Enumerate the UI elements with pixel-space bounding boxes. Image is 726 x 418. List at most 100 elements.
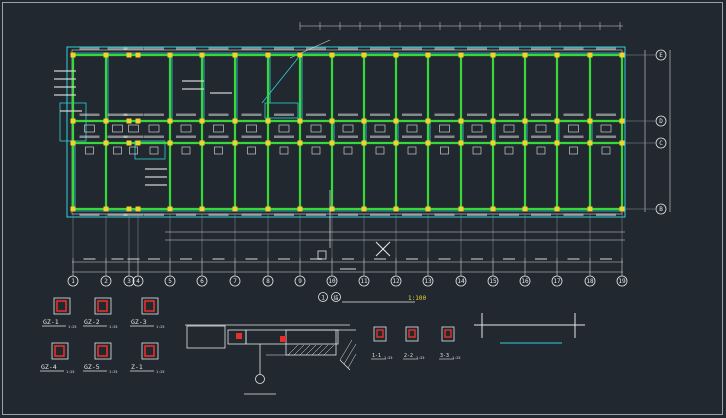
axis-bubble-label: 10 [328,278,336,285]
plan-scale: 1:100 [408,295,426,302]
dimension-value [278,258,290,260]
column-rebar [144,345,155,357]
axis-bubble [584,275,596,287]
column-detail-label: GZ-4 [41,363,57,371]
column [232,118,238,124]
beam-tag [144,47,164,50]
beam-tag [402,47,422,50]
column [458,206,464,212]
column [587,140,593,146]
beam-section-tag [343,146,353,155]
section-rebar [408,329,416,338]
axis-bubble-label: 12 [392,278,400,285]
beam-tag [499,213,519,216]
beam-tag [531,113,551,116]
beam-tag [241,113,262,116]
column-detail-box [94,342,112,360]
beam-section-tag [129,146,138,155]
column [167,206,173,212]
axis-bubble [229,275,241,287]
axis-bubble-label: 15 [489,278,497,285]
beam-section-tag [213,124,224,133]
column [619,52,625,58]
column-rebar [56,300,67,312]
beam-tag [467,113,487,116]
column-detail-scale: 1:25 [68,325,76,329]
column-detail-scale: 1:25 [109,370,117,374]
column [232,52,238,58]
column-detail-scale: 1:25 [156,325,164,329]
beam-section-tag [471,124,483,133]
beam-tag [176,47,196,50]
column [135,206,141,212]
section-rebar [444,329,452,338]
beam-section-tag [536,146,546,155]
plan-title-number: 1 [321,295,325,302]
column [425,140,431,146]
beam-section-tag [569,146,578,155]
column [522,118,528,124]
axis-bubble-label: 11 [360,278,368,285]
column [329,118,335,124]
beam-tag [306,47,326,50]
column [135,140,141,146]
row-bubble [655,115,667,127]
column [554,52,560,58]
note-text-line [145,184,167,186]
beam-tag [123,135,144,138]
beam-tag [467,135,487,138]
beam-tag [79,113,100,116]
column [425,206,431,212]
beam-tag [596,135,616,138]
section-detail-box [373,326,387,342]
dimension-value [180,258,192,260]
column [126,52,132,58]
axis-bubble-label: 6 [200,278,204,285]
column [554,206,560,212]
column-rebar [144,300,155,312]
column [361,140,367,146]
beam-tag [306,113,326,116]
dimension-value [600,258,612,260]
beam-section-tag [149,146,159,155]
beam-section-tag [472,146,482,155]
axis-bubble-label: 3 [127,278,131,285]
beam-section-tag [279,146,289,155]
beam-tag [144,135,164,138]
axis-bubble [616,275,628,287]
column-rebar [54,345,65,357]
axis-bubble-label: 16 [521,278,529,285]
dimension-value [83,258,96,260]
row-bubble-label: E [659,52,663,59]
beam-tag [370,213,390,216]
column [103,206,109,212]
section-detail-label: 2-2 [404,353,413,359]
beam-section-tag [214,146,223,155]
axis-bubble-label: 9 [298,278,302,285]
beam-section-tag [148,124,160,133]
axis-bubble [551,275,563,287]
beam-section-tag [247,146,256,155]
column-detail-label: GZ-3 [131,318,147,326]
beam-tag [107,113,128,116]
beam-tag [306,135,326,138]
column [297,118,303,124]
section-x-2 [375,241,391,257]
column [126,140,132,146]
column [199,206,205,212]
column [70,118,76,124]
beam-section-tag [535,124,547,133]
row-bubble [655,49,667,61]
column [522,206,528,212]
beam-tag [370,113,390,116]
dimension-value [503,258,515,260]
column [126,206,132,212]
beam-tag [434,47,455,50]
plan-title-circle [318,292,328,302]
column [103,140,109,146]
beam-section-tag [84,124,95,133]
column [458,118,464,124]
beam-tag [107,47,128,50]
